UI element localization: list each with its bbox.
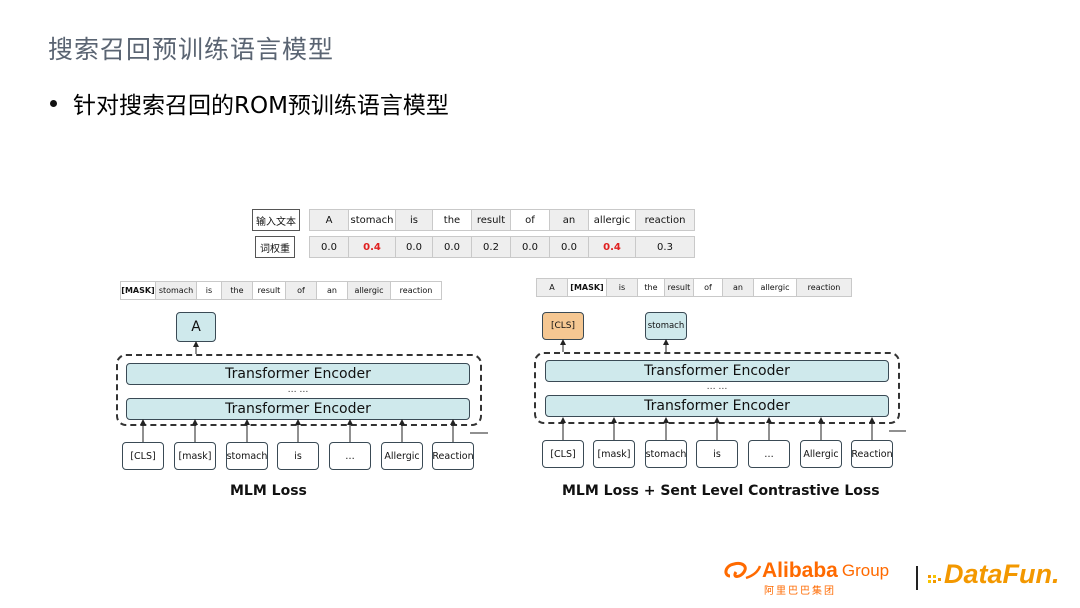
- logo-divider: [916, 566, 918, 590]
- strip-token: is: [606, 278, 638, 297]
- input-token: is: [395, 209, 433, 231]
- left-input-token: …: [329, 442, 371, 470]
- input-text-row: 输入文本 A stomach is the result of an aller…: [252, 209, 695, 231]
- right-input-token: …: [748, 440, 790, 468]
- alibaba-group-logo: Alibaba Group 阿里巴巴集团: [722, 558, 890, 597]
- right-target-strip: A [MASK] is the result of an allergic re…: [536, 278, 852, 297]
- left-input-token: Reaction: [432, 442, 474, 470]
- right-encoder-top: Transformer Encoder: [545, 360, 889, 382]
- bullet-dot-icon: [50, 99, 57, 107]
- right-encoder-ellipsis: … …: [706, 382, 728, 392]
- word-weight-row: 词权重 0.0 0.4 0.0 0.0 0.2 0.0 0.0 0.4 0.3: [255, 236, 695, 258]
- datafun-dots-icon: [928, 572, 942, 591]
- weight-value-highlight: 0.4: [588, 236, 636, 258]
- weight-value: 0.3: [635, 236, 695, 258]
- word-weight-header: 词权重: [255, 236, 295, 258]
- strip-token: reaction: [796, 278, 852, 297]
- left-output-token: A: [176, 312, 216, 342]
- right-output-cls: [CLS]: [542, 312, 584, 340]
- weight-value: 0.2: [471, 236, 511, 258]
- left-encoder-stack-frame: [116, 354, 482, 426]
- input-text-header: 输入文本: [252, 209, 300, 231]
- right-input-token: Allergic: [800, 440, 842, 468]
- input-token: reaction: [635, 209, 695, 231]
- bullet-text: 针对搜索召回的ROM预训练语言模型: [73, 93, 449, 119]
- right-input-token: is: [696, 440, 738, 468]
- left-input-token: Allergic: [381, 442, 423, 470]
- left-input-token: is: [277, 442, 319, 470]
- alibaba-wordmark: Alibaba: [762, 559, 838, 582]
- right-caption: MLM Loss + Sent Level Contrastive Loss: [562, 483, 880, 499]
- right-output-word: stomach: [645, 312, 687, 340]
- strip-token: stomach: [155, 281, 197, 300]
- alibaba-swoosh-icon: [722, 558, 762, 584]
- datafun-logo: DataFun.: [944, 559, 1060, 589]
- right-input-token: [mask]: [593, 440, 635, 468]
- input-token: an: [549, 209, 589, 231]
- weight-value-highlight: 0.4: [348, 236, 396, 258]
- left-encoder-ellipsis: … …: [287, 385, 309, 395]
- left-target-strip: [MASK] stomach is the result of an aller…: [120, 281, 442, 300]
- weight-value: 0.0: [432, 236, 472, 258]
- left-caption: MLM Loss: [230, 483, 307, 499]
- input-token: allergic: [588, 209, 636, 231]
- strip-token: result: [252, 281, 286, 300]
- strip-token: of: [693, 278, 723, 297]
- left-encoder-top: Transformer Encoder: [126, 363, 470, 385]
- strip-token: the: [221, 281, 253, 300]
- left-input-token: [mask]: [174, 442, 216, 470]
- bullet-item: 针对搜索召回的ROM预训练语言模型: [50, 86, 449, 120]
- left-input-token: stomach: [226, 442, 268, 470]
- left-encoder-bottom: Transformer Encoder: [126, 398, 470, 420]
- right-encoder-bottom: Transformer Encoder: [545, 395, 889, 417]
- strip-token: allergic: [753, 278, 797, 297]
- slide-title: 搜索召回预训练语言模型: [48, 35, 335, 64]
- input-token: A: [309, 209, 349, 231]
- right-input-token: [CLS]: [542, 440, 584, 468]
- alibaba-group-text: Group: [841, 561, 890, 580]
- right-input-token: Reaction: [851, 440, 893, 468]
- input-token: stomach: [348, 209, 396, 231]
- left-input-token: [CLS]: [122, 442, 164, 470]
- right-input-token: stomach: [645, 440, 687, 468]
- alibaba-cn-text: 阿里巴巴集团: [764, 586, 836, 597]
- strip-token: reaction: [390, 281, 442, 300]
- strip-token: allergic: [347, 281, 391, 300]
